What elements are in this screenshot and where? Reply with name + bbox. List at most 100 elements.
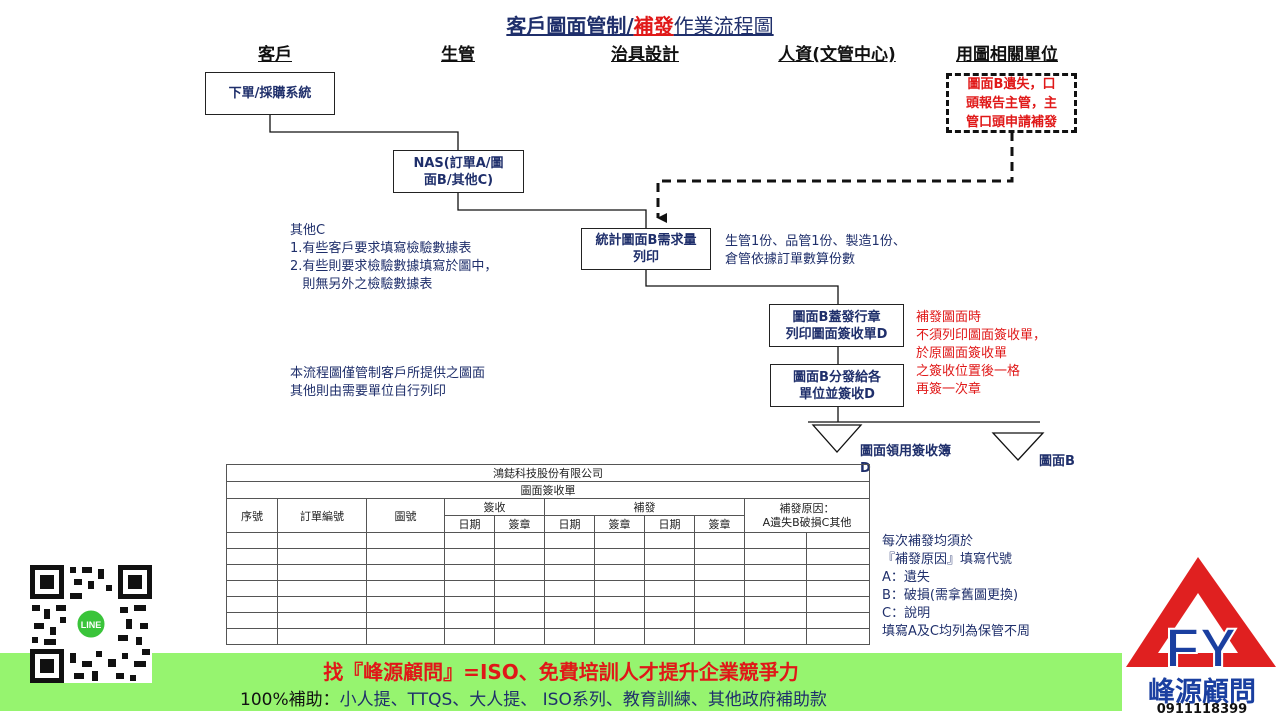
fy-logo: FY xyxy=(1126,555,1276,715)
form-cell xyxy=(494,612,545,629)
form-cell xyxy=(226,580,278,597)
form-cell xyxy=(644,596,695,613)
form-cell xyxy=(806,548,870,565)
form-cell xyxy=(644,580,695,597)
ad-banner-headline: 找『峰源顧問』=ISO、免費培訓人才提升企業競爭力 xyxy=(323,660,799,684)
form-cell xyxy=(544,548,595,565)
form-col-sign: 簽收 xyxy=(444,498,545,516)
form-cell xyxy=(594,596,645,613)
form-cell xyxy=(494,564,545,581)
form-cell xyxy=(594,612,645,629)
form-row xyxy=(226,628,870,645)
form-cell xyxy=(644,564,695,581)
form-cell xyxy=(806,532,870,549)
form-cell xyxy=(544,628,595,645)
connector-lost-dashed xyxy=(656,132,1014,223)
form-row xyxy=(226,580,870,597)
form-cell xyxy=(743,596,808,613)
form-cell xyxy=(494,580,545,597)
form-cell xyxy=(444,532,495,549)
lane-hr-doc-center: 人資(文管中心) xyxy=(778,45,896,65)
form-cell xyxy=(694,532,745,549)
form-cell xyxy=(226,564,278,581)
form-sub-date: 日期 xyxy=(644,515,695,533)
form-cell xyxy=(743,580,808,597)
note-reissue: 補發圖面時 不須列印圖面簽收單， 於原圖面簽收單 之簽收位置後一格 再簽一次章 xyxy=(916,310,1047,397)
form-cell xyxy=(594,580,645,597)
form-cell xyxy=(277,612,367,629)
form-cell xyxy=(694,596,745,613)
form-cell xyxy=(366,548,445,565)
form-cell xyxy=(277,548,367,565)
form-cell xyxy=(226,596,278,613)
box-stamp-print: 圖面B蓋發行章 列印圖面簽收單D xyxy=(769,304,904,347)
form-cell xyxy=(694,580,745,597)
storage-symbol-book xyxy=(811,424,863,453)
form-sub-date: 日期 xyxy=(544,515,595,533)
form-cell xyxy=(806,596,870,613)
form-cell xyxy=(444,612,495,629)
form-cell xyxy=(444,580,495,597)
logo-company-name: 峰源顧問 xyxy=(1148,677,1256,708)
form-cell xyxy=(494,596,545,613)
form-cell xyxy=(277,580,367,597)
box-distribute: 圖面B分發給各 單位並簽收D xyxy=(770,364,904,407)
box-drawing-lost: 圖面B遺失，口 頭報告主管，主 管口頭申請補發 xyxy=(946,73,1077,133)
note-copies: 生管1份、品管1份、製造1份、 倉管依據訂單數算份數 xyxy=(725,234,906,267)
form-cell xyxy=(694,548,745,565)
connector-stat-to-stamp xyxy=(645,269,839,304)
title-part3: 作業流程圖 xyxy=(673,14,774,38)
form-row xyxy=(226,612,870,629)
box-nas: NAS(訂單A/圖 面B/其他C) xyxy=(393,150,524,193)
ad-banner-subsidy-label: 100%補助： xyxy=(240,690,340,710)
form-cell xyxy=(494,548,545,565)
note-reissue-reason: 每次補發均須於 『補發原因』填寫代號 A：遺失 B：破損(需拿舊圖更換) C：說… xyxy=(882,534,1030,639)
connector-order-to-nas xyxy=(269,114,459,150)
form-sub-stamp: 簽章 xyxy=(594,515,645,533)
note-scope: 本流程圖僅管制客戶所提供之圖面 其他則由需要單位自行列印 xyxy=(290,366,486,399)
form-cell xyxy=(444,628,495,645)
form-cell xyxy=(366,532,445,549)
form-cell xyxy=(277,564,367,581)
form-row xyxy=(226,532,870,549)
sign-off-form: 鴻鋕科技股份有限公司 圖面簽收單 序號 訂單編號 圖號 簽收 補發 補發原因： … xyxy=(226,464,870,645)
form-company: 鴻鋕科技股份有限公司 xyxy=(226,464,870,482)
form-cell xyxy=(226,628,278,645)
line-qr-code[interactable]: LINE xyxy=(30,565,152,683)
form-cell xyxy=(594,628,645,645)
form-cell xyxy=(366,628,445,645)
form-blank-rows xyxy=(226,532,870,645)
form-cell xyxy=(544,564,595,581)
ad-banner-subsidy: 100%補助：小人提、TTQS、大人提、 ISO系列、教育訓練、其他政府補助款 xyxy=(240,685,827,710)
form-cell xyxy=(743,532,808,549)
form-row xyxy=(226,548,870,565)
ad-banner xyxy=(0,653,1122,711)
form-col-order: 訂單編號 xyxy=(277,498,367,533)
form-cell xyxy=(544,532,595,549)
form-row xyxy=(226,564,870,581)
form-col-reason: 補發原因： A遺失B破損C其他 xyxy=(744,498,870,533)
logo-phone: 0911118399 xyxy=(1156,702,1248,717)
form-cell xyxy=(226,548,278,565)
form-cell xyxy=(594,548,645,565)
form-cell xyxy=(366,564,445,581)
form-col-seq: 序號 xyxy=(226,498,278,533)
form-cell xyxy=(743,628,808,645)
form-cell xyxy=(644,532,695,549)
form-cell xyxy=(594,532,645,549)
form-cell xyxy=(806,628,870,645)
form-sub-date: 日期 xyxy=(444,515,495,533)
form-cell xyxy=(743,564,808,581)
ad-banner-subsidy-items: 小人提、TTQS、大人提、 ISO系列、教育訓練、其他政府補助款 xyxy=(339,690,827,710)
form-cell xyxy=(366,580,445,597)
form-cell xyxy=(806,612,870,629)
box-order-system: 下單/採購系統 xyxy=(205,72,335,115)
label-sign-book: 圖面領用簽收簿 D xyxy=(860,444,952,476)
form-cell xyxy=(743,612,808,629)
form-cell xyxy=(806,564,870,581)
connector-distribute-to-storage xyxy=(808,407,1040,423)
title-part2: 補發 xyxy=(633,14,674,38)
form-sub-stamp: 簽章 xyxy=(694,515,745,533)
form-cell xyxy=(226,532,278,549)
form-cell xyxy=(444,548,495,565)
